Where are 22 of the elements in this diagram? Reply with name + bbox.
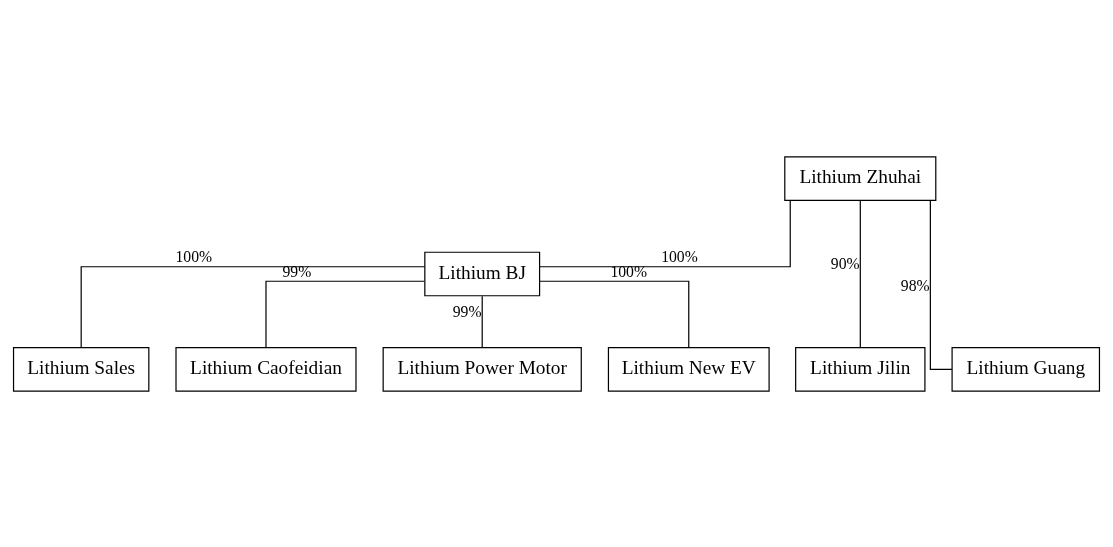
edge-label: 99% xyxy=(452,302,482,320)
node-box: Lithium Caofeidian xyxy=(175,346,357,392)
node-box: Lithium Power Motor xyxy=(382,346,582,392)
edge-label: 90% xyxy=(830,254,860,272)
node-box: Lithium Zhuhai xyxy=(784,155,937,201)
edge-label: 98% xyxy=(900,276,930,294)
connector xyxy=(859,199,861,348)
connector xyxy=(80,265,426,348)
connector xyxy=(929,199,953,370)
node-box: Lithium Jilin xyxy=(795,346,926,392)
edge-label: 99% xyxy=(282,262,312,280)
edge-label: 100% xyxy=(610,262,648,280)
connector xyxy=(481,295,483,348)
connector xyxy=(539,199,791,267)
node-box: Lithium Sales xyxy=(12,346,150,392)
edge-label: 100% xyxy=(175,247,213,265)
edge-label: 100% xyxy=(661,247,698,265)
connector xyxy=(265,280,425,348)
node-box: Lithium Guang xyxy=(951,346,1101,392)
node-box: Lithium New EV xyxy=(607,346,770,392)
node-box: Lithium BJ xyxy=(424,251,541,296)
connector xyxy=(539,280,690,348)
